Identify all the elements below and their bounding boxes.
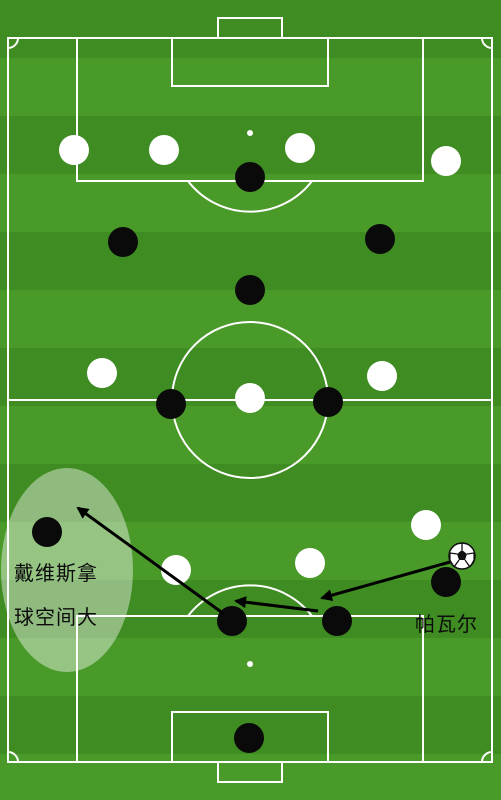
label-space: 球空间大	[14, 605, 98, 629]
top-penalty-arc	[187, 180, 313, 213]
white-team	[59, 133, 461, 585]
white-player	[431, 146, 461, 176]
black-player	[235, 275, 265, 305]
corner-arc-br	[481, 751, 493, 763]
white-player	[411, 510, 441, 540]
black-player	[235, 162, 265, 192]
black-player	[156, 389, 186, 419]
top-goal	[217, 17, 283, 39]
pass-arrow-3	[76, 506, 225, 616]
white-player	[285, 133, 315, 163]
white-player	[59, 135, 89, 165]
bottom-penalty-arc	[187, 584, 313, 617]
white-player	[149, 135, 179, 165]
grass-stripe	[0, 638, 501, 696]
grass-stripe	[0, 406, 501, 464]
soccer-ball-icon	[448, 542, 476, 570]
corner-arc-tl	[7, 37, 19, 49]
white-player	[295, 548, 325, 578]
grass-stripe	[0, 754, 501, 800]
black-player	[322, 606, 352, 636]
white-player	[87, 358, 117, 388]
black-player	[108, 227, 138, 257]
pass-arrows	[76, 506, 451, 616]
bottom-goal	[217, 761, 283, 783]
black-team	[32, 162, 461, 753]
black-player-davies	[32, 517, 62, 547]
black-player	[365, 224, 395, 254]
black-player-pavard	[431, 567, 461, 597]
label-player-pavard: 帕瓦尔	[415, 612, 478, 636]
white-player	[367, 361, 397, 391]
corner-arc-tr	[481, 37, 493, 49]
pass-arrow-2	[234, 596, 319, 613]
top-penalty-spot	[247, 130, 253, 136]
pass-arrow-1	[320, 560, 451, 602]
bottom-penalty-spot	[247, 661, 253, 667]
black-player	[217, 606, 247, 636]
black-goalkeeper	[234, 723, 264, 753]
space-highlight-zone	[1, 468, 133, 672]
corner-arc-bl	[7, 751, 19, 763]
black-player	[313, 387, 343, 417]
white-player	[161, 555, 191, 585]
white-player	[235, 383, 265, 413]
label-player-davies: 戴维斯拿	[14, 561, 98, 585]
